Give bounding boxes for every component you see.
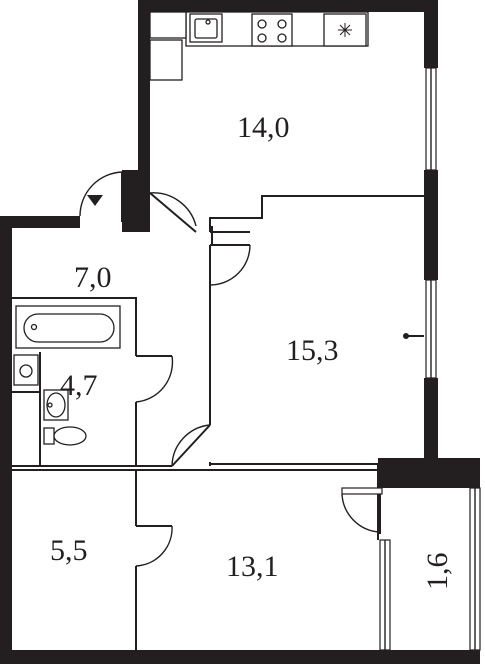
kitchen-cabinet xyxy=(149,39,183,81)
room-area-living: 13,1 xyxy=(226,550,279,583)
washbasin-icon xyxy=(43,389,69,421)
storage-door xyxy=(135,525,173,567)
partitions xyxy=(12,195,424,650)
entrance-arrow-icon xyxy=(87,195,103,206)
doors xyxy=(79,171,383,567)
living-door xyxy=(171,424,211,467)
room-area-bathroom: 4,7 xyxy=(60,369,98,402)
kitchen-fixtures xyxy=(149,11,369,81)
kitchen-door xyxy=(149,192,197,233)
fridge-icon xyxy=(323,13,367,47)
section-marker xyxy=(403,333,424,339)
entrance-door xyxy=(79,171,123,222)
sink-icon xyxy=(189,13,223,43)
room-area-bedroom: 15,3 xyxy=(286,334,339,367)
bathtub-icon xyxy=(15,305,121,349)
balcony-door xyxy=(341,487,383,534)
bedroom-door xyxy=(209,244,251,286)
room-area-storage: 5,5 xyxy=(50,534,88,567)
boiler-icon xyxy=(13,354,39,386)
room-labels: 14,0 7,0 4,7 15,3 5,5 13,1 1,6 xyxy=(50,111,454,590)
toilet-icon xyxy=(43,426,87,446)
room-area-kitchen: 14,0 xyxy=(237,111,290,144)
bathroom-door xyxy=(135,355,174,403)
kitchen-cabinet xyxy=(149,11,187,39)
windows xyxy=(379,67,481,651)
room-area-hall: 7,0 xyxy=(74,261,112,294)
room-area-balcony: 1,6 xyxy=(421,553,454,591)
stove-icon xyxy=(251,13,293,47)
bathroom-fixtures xyxy=(13,305,121,446)
